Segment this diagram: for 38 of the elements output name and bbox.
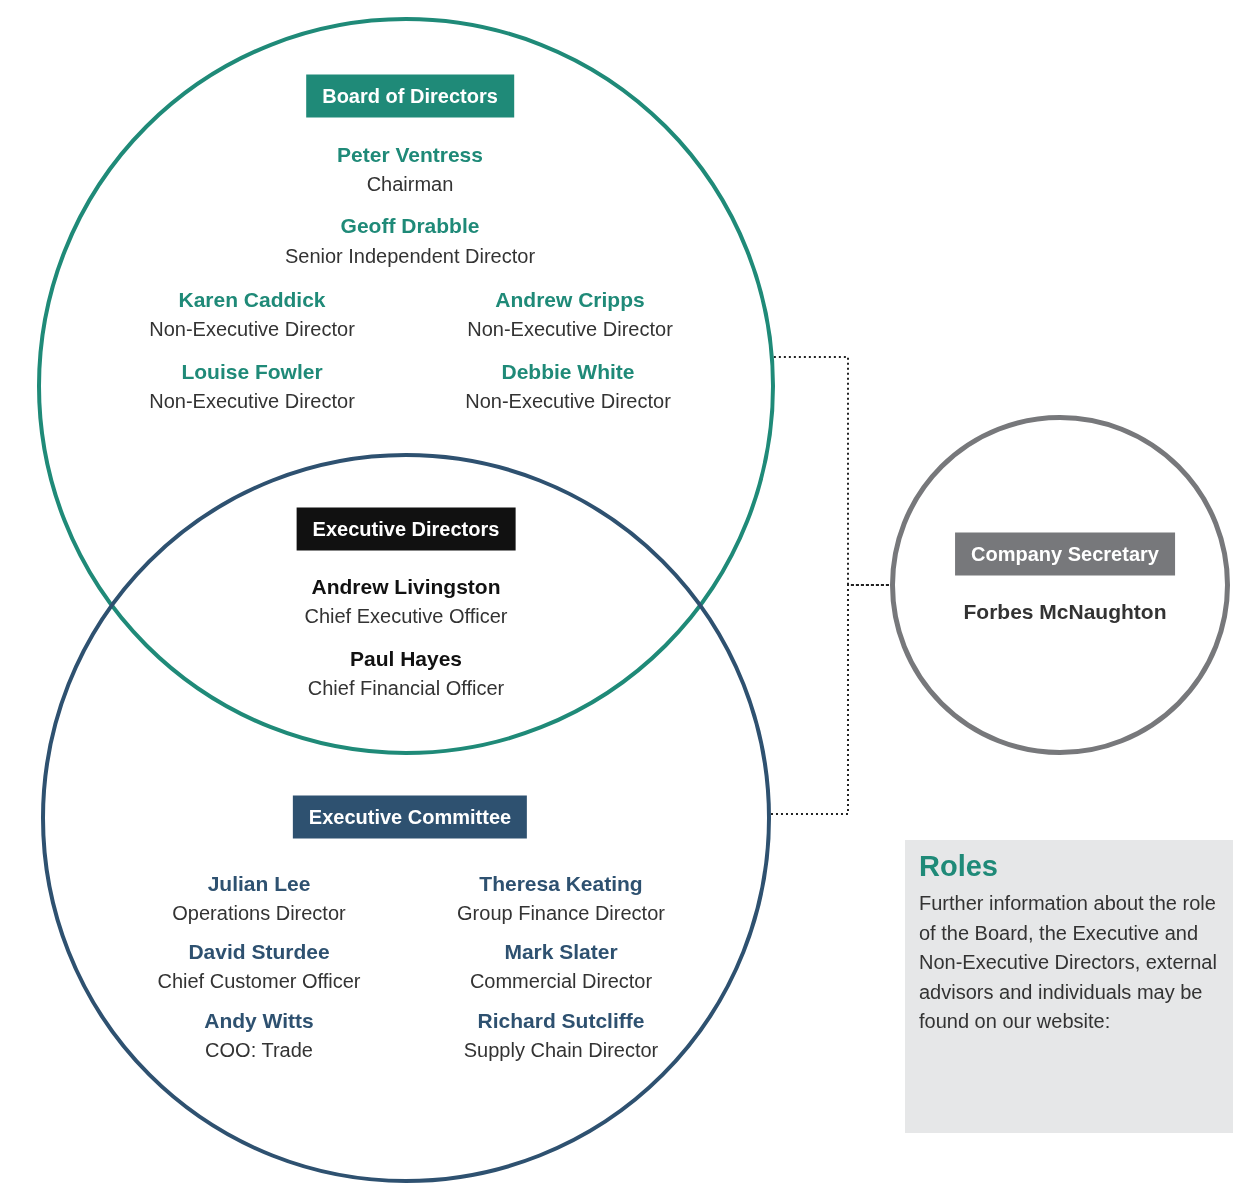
person-name: Karen Caddick [178, 288, 326, 312]
role-title: Senior Independent Director [284, 244, 536, 268]
group-circle [890, 415, 1230, 755]
person-name: Andrew Cripps [495, 288, 645, 312]
person-name: Andrew Livingston [311, 575, 501, 599]
role-title: Non-Executive Director [149, 317, 355, 341]
person-name: David Sturdee [188, 940, 330, 964]
person-name: Forbes McNaughton [963, 600, 1167, 624]
role-title: Chief Executive Officer [304, 604, 508, 628]
person-name: Mark Slater [504, 940, 618, 964]
committee-heading-tag: Executive Committee [292, 795, 528, 839]
board-heading-tag: Board of Directors [306, 74, 514, 118]
person-name: Debbie White [501, 360, 635, 384]
role-title: Supply Chain Director [463, 1038, 659, 1062]
secretary-heading-tag: Company Secretary [955, 532, 1175, 576]
panel-title: Roles [919, 850, 999, 883]
person-name: Andy Witts [204, 1009, 314, 1033]
role-title: Non-Executive Director [465, 389, 671, 413]
info-panel [905, 840, 1233, 1133]
panel-text: Further information about the role of the Board, the Executive and Non-Executive Directors, external advisors and individuals may be found on our website: [919, 891, 1218, 1034]
person-name: Paul Hayes [349, 647, 463, 671]
role-title: Group Finance Director [457, 901, 665, 925]
role-title: Operations Director [172, 901, 346, 925]
role-title: Non-Executive Director [467, 317, 673, 341]
person-name: Richard Sutcliffe [477, 1009, 645, 1033]
role-title: Chief Financial Officer [307, 676, 505, 700]
person-name: Julian Lee [207, 872, 311, 896]
role-title: Non-Executive Director [149, 389, 355, 413]
role-title: Commercial Director [469, 969, 653, 993]
bracket-connector [770, 584, 891, 815]
person-name: Peter Ventress [337, 143, 483, 167]
role-title: Chief Customer Officer [157, 969, 361, 993]
person-name: Louise Fowler [181, 360, 323, 384]
executive-heading-tag: Executive Directors [296, 507, 516, 551]
person-name: Geoff Drabble [340, 214, 480, 238]
person-name: Theresa Keating [479, 872, 643, 896]
role-title: Chairman [366, 172, 454, 196]
role-title: COO: Trade [205, 1038, 313, 1062]
